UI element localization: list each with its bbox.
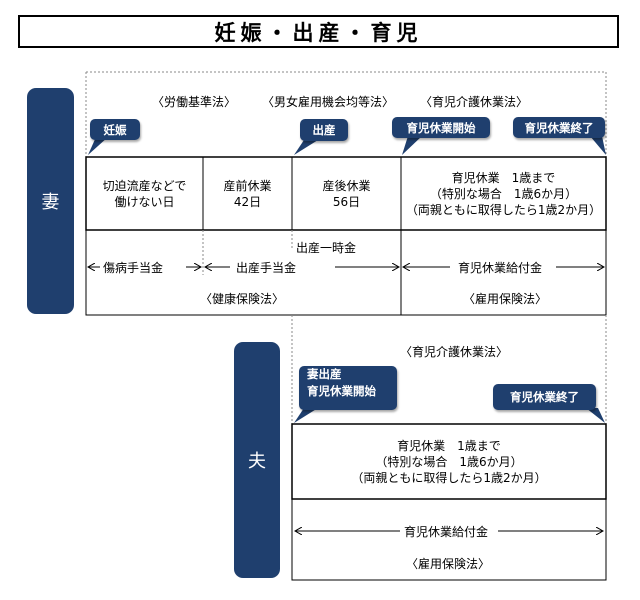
maternity-allowance: 出産手当金 xyxy=(236,261,297,275)
page-title: 妊娠・出産・育児 xyxy=(18,15,619,48)
wife-childcare-law: 〈育児介護休業法〉 xyxy=(420,95,529,109)
sickness-allowance: 傷病手当金 xyxy=(103,261,164,275)
cell-line: 育児休業 1歳まで xyxy=(397,438,501,453)
wife-leave-end-callout: 育児休業終了 xyxy=(513,117,605,138)
husband-benefit-box xyxy=(291,498,607,581)
cell-line: 育児休業 1歳まで xyxy=(451,170,556,185)
husband-end-callout-tail xyxy=(586,408,605,423)
wife-employment-insurance-law: 〈雇用保険法〉 xyxy=(463,292,548,306)
labor-standards-law: 〈労働基準法〉 xyxy=(152,95,237,109)
wife-label: 妻 xyxy=(27,88,74,314)
cell-line: 切迫流産などで xyxy=(102,178,187,193)
birth-callout-tail xyxy=(294,140,318,155)
husband-label: 夫 xyxy=(234,342,280,578)
wife-cell-postnatal: 産後休業 56日 xyxy=(292,157,401,230)
husband-start-callout-tail xyxy=(294,408,318,423)
pregnancy-callout: 妊娠 xyxy=(90,119,140,140)
wife-benefit-box xyxy=(85,229,607,316)
cell-line: （特別な場合 1歳6か月） xyxy=(429,186,578,201)
wife-start-callout-tail xyxy=(402,136,422,155)
cell-line: 働けない日 xyxy=(114,194,175,209)
cell-line: 産後休業 xyxy=(322,178,371,193)
wife-cell-unable-work: 切迫流産などで 働けない日 xyxy=(86,157,203,230)
wife-cell-prenatal: 産前休業 42日 xyxy=(203,157,292,230)
cell-line: 42日 xyxy=(233,194,262,209)
birth-lump-sum: 出産一時金 xyxy=(296,241,357,255)
cell-line: 産前休業 xyxy=(223,178,272,193)
wife-leave-start-callout: 育児休業開始 xyxy=(392,117,490,138)
husband-childcare-benefit: 育児休業給付金 xyxy=(404,525,489,539)
cell-line: （特別な場合 1歳6か月） xyxy=(375,454,523,469)
callout-line: 妻出産 xyxy=(307,367,342,381)
wife-cell-childcare: 育児休業 1歳まで （特別な場合 1歳6か月） （両親ともに取得したら1歳2か月… xyxy=(401,157,606,230)
husband-employment-insurance-law: 〈雇用保険法〉 xyxy=(406,557,491,571)
callout-line: 育児休業開始 xyxy=(307,384,376,398)
wife-end-callout-tail xyxy=(590,136,606,155)
cell-line: 56日 xyxy=(332,194,361,209)
cell-line: （両親ともに取得したら1歳2か月） xyxy=(351,470,547,485)
husband-leave-start-callout: 妻出産 育児休業開始 xyxy=(299,366,397,410)
birth-callout: 出産 xyxy=(300,119,348,141)
wife-childcare-benefit: 育児休業給付金 xyxy=(458,261,543,275)
husband-childcare-law: 〈育児介護休業法〉 xyxy=(400,345,509,359)
husband-leave-end-callout: 育児休業終了 xyxy=(493,384,596,410)
cell-line: （両親ともに取得したら1歳2か月） xyxy=(405,202,602,217)
equal-employment-law: 〈男女雇用機会均等法〉 xyxy=(262,95,395,109)
husband-cell-childcare: 育児休業 1歳まで （特別な場合 1歳6か月） （両親ともに取得したら1歳2か月… xyxy=(292,424,606,499)
health-insurance-law: 〈健康保険法〉 xyxy=(200,292,285,306)
pregnancy-callout-tail xyxy=(88,137,108,155)
